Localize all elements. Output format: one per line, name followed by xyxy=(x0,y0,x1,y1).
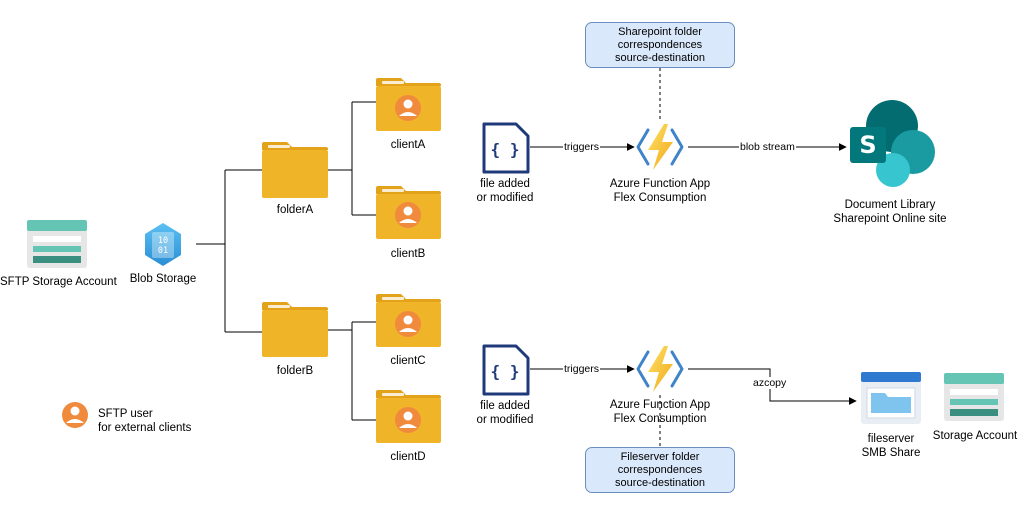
label-client-b: clientB xyxy=(390,248,426,260)
code-file-icon-top: { } xyxy=(482,122,530,174)
note-top-line-3: source-destination xyxy=(615,51,705,64)
fileserver-smb-icon xyxy=(861,372,921,424)
flow-edges xyxy=(530,68,857,446)
edge-label-triggers-top: triggers xyxy=(563,141,601,153)
label-file-added-bottom: file added or modified xyxy=(466,399,544,427)
note-bottom-line-1: Fileserver folder xyxy=(620,450,700,463)
folder-b-icon xyxy=(262,302,328,357)
folder-a-icon xyxy=(262,142,328,198)
label-sharepoint-line-1: Document Library xyxy=(844,199,936,211)
blob-glyph-line-2: 01 xyxy=(158,246,168,256)
label-file-bottom-line-2: or modified xyxy=(476,414,534,426)
legend-text: SFTP user for external clients xyxy=(98,407,208,435)
note-bottom-line-2: correspondences xyxy=(617,463,703,476)
sftp-user-legend-icon xyxy=(62,402,88,428)
client-b-folder-icon xyxy=(376,186,441,239)
label-function-top-line-2: Flex Consumption xyxy=(613,192,707,204)
client-d-folder-icon xyxy=(376,390,441,443)
label-function-bottom-line-1: Azure Function App xyxy=(609,399,711,411)
blob-glyph-line-1: 10 xyxy=(158,236,168,246)
note-bottom-line-3: source-destination xyxy=(615,476,705,489)
legend-line-2: for external clients xyxy=(98,422,192,434)
label-client-a: clientA xyxy=(390,139,426,151)
code-glyph-bottom: { } xyxy=(491,362,520,381)
label-file-added-top: file added or modified xyxy=(466,177,544,205)
label-sftp-storage-account: SFTP Storage Account xyxy=(0,276,117,288)
label-file-bottom-line-1: file added xyxy=(480,400,530,412)
label-blob-storage: Blob Storage xyxy=(129,273,197,285)
label-fileserver-line-2: SMB Share xyxy=(861,447,921,459)
label-function-top-line-1: Azure Function App xyxy=(609,178,711,190)
label-client-c: clientC xyxy=(390,355,426,367)
label-function-bottom: Azure Function App Flex Consumption xyxy=(600,398,720,426)
label-fileserver: fileserver SMB Share xyxy=(851,432,931,460)
note-top-line-1: Sharepoint folder xyxy=(618,25,702,38)
label-folder-a: folderA xyxy=(276,204,314,216)
note-sharepoint-correspondences: Sharepoint folder correspondences source… xyxy=(585,22,735,68)
azure-function-icon-top xyxy=(636,124,684,170)
legend-line-1: SFTP user xyxy=(98,408,153,420)
label-function-bottom-line-2: Flex Consumption xyxy=(613,413,707,425)
storage-account-icon xyxy=(944,373,1004,421)
label-fileserver-line-1: fileserver xyxy=(867,433,915,445)
sharepoint-icon: S xyxy=(850,100,935,187)
label-function-top: Azure Function App Flex Consumption xyxy=(600,177,720,205)
edge-label-triggers-bottom: triggers xyxy=(563,363,601,375)
label-folder-b: folderB xyxy=(276,365,314,377)
code-file-icon-bottom: { } xyxy=(482,344,530,396)
edge-label-blob-stream: blob stream xyxy=(739,141,796,153)
label-sharepoint-line-2: Sharepoint Online site xyxy=(833,213,947,225)
sftp-storage-account-icon xyxy=(27,220,87,268)
note-top-line-2: correspondences xyxy=(617,38,703,51)
edge-label-azcopy: azcopy xyxy=(752,377,788,389)
label-client-d: clientD xyxy=(390,451,426,463)
label-sharepoint: Document Library Sharepoint Online site xyxy=(820,198,960,226)
label-file-top-line-2: or modified xyxy=(476,192,534,204)
code-glyph-top: { } xyxy=(491,140,520,159)
note-fileserver-correspondences: Fileserver folder correspondences source… xyxy=(585,447,735,493)
blob-storage-icon: 10 01 xyxy=(145,223,181,266)
tree-connectors xyxy=(196,101,376,421)
label-file-top-line-1: file added xyxy=(480,178,530,190)
label-storage-account: Storage Account xyxy=(932,430,1018,442)
sharepoint-letter: S xyxy=(859,131,876,159)
client-c-folder-icon xyxy=(376,294,441,347)
client-a-folder-icon xyxy=(376,78,441,131)
azure-function-icon-bottom xyxy=(636,346,684,392)
